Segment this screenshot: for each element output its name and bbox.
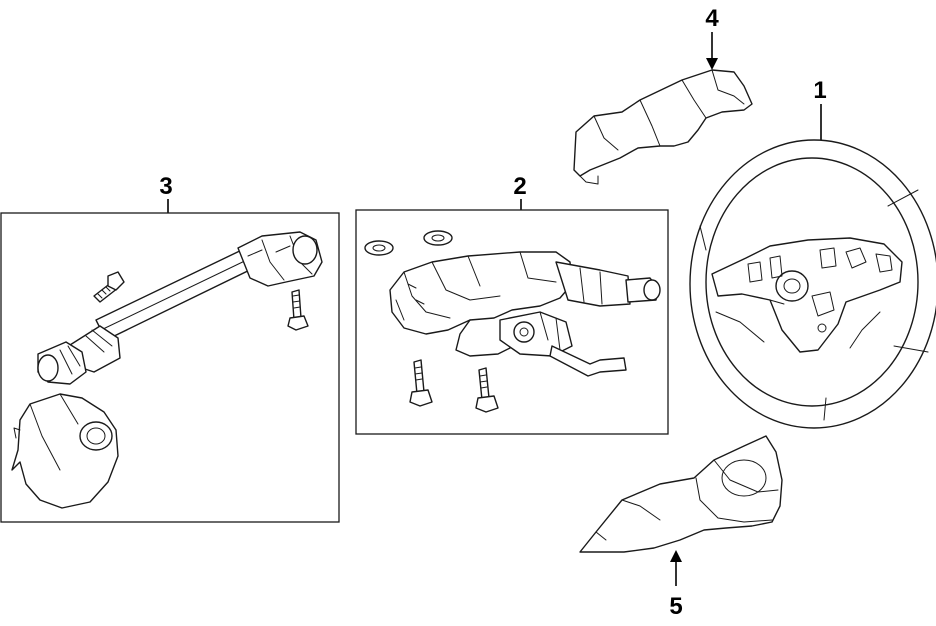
column-assembly <box>389 251 661 377</box>
callout-5[interactable]: 5 <box>669 550 683 620</box>
callout-5-number: 5 <box>669 593 682 620</box>
callout-2-number: 2 <box>513 173 526 200</box>
steering-column-box <box>355 209 669 435</box>
intermediate-shaft-assembly <box>37 231 323 385</box>
callout-3[interactable]: 3 <box>159 173 173 213</box>
callout-4[interactable]: 4 <box>705 5 719 70</box>
bolt-3b <box>287 289 309 331</box>
steering-wheel <box>689 139 936 429</box>
callout-5-arrowhead <box>670 550 682 562</box>
callout-4-number: 4 <box>705 5 719 32</box>
washers <box>364 230 453 256</box>
upper-joint-cap <box>292 235 318 265</box>
callout-4-arrowhead <box>706 58 718 70</box>
bolt-3a <box>93 271 125 303</box>
bolt-2a <box>409 359 433 407</box>
bolt-2b <box>475 367 499 413</box>
callout-1-number: 1 <box>813 77 826 104</box>
lower-column-cover <box>579 435 783 553</box>
callout-2[interactable]: 2 <box>513 173 527 210</box>
callout-3-number: 3 <box>159 173 172 200</box>
intermediate-shaft-box <box>0 212 340 523</box>
upper-column-cover <box>573 69 753 185</box>
dust-boot <box>11 393 119 509</box>
